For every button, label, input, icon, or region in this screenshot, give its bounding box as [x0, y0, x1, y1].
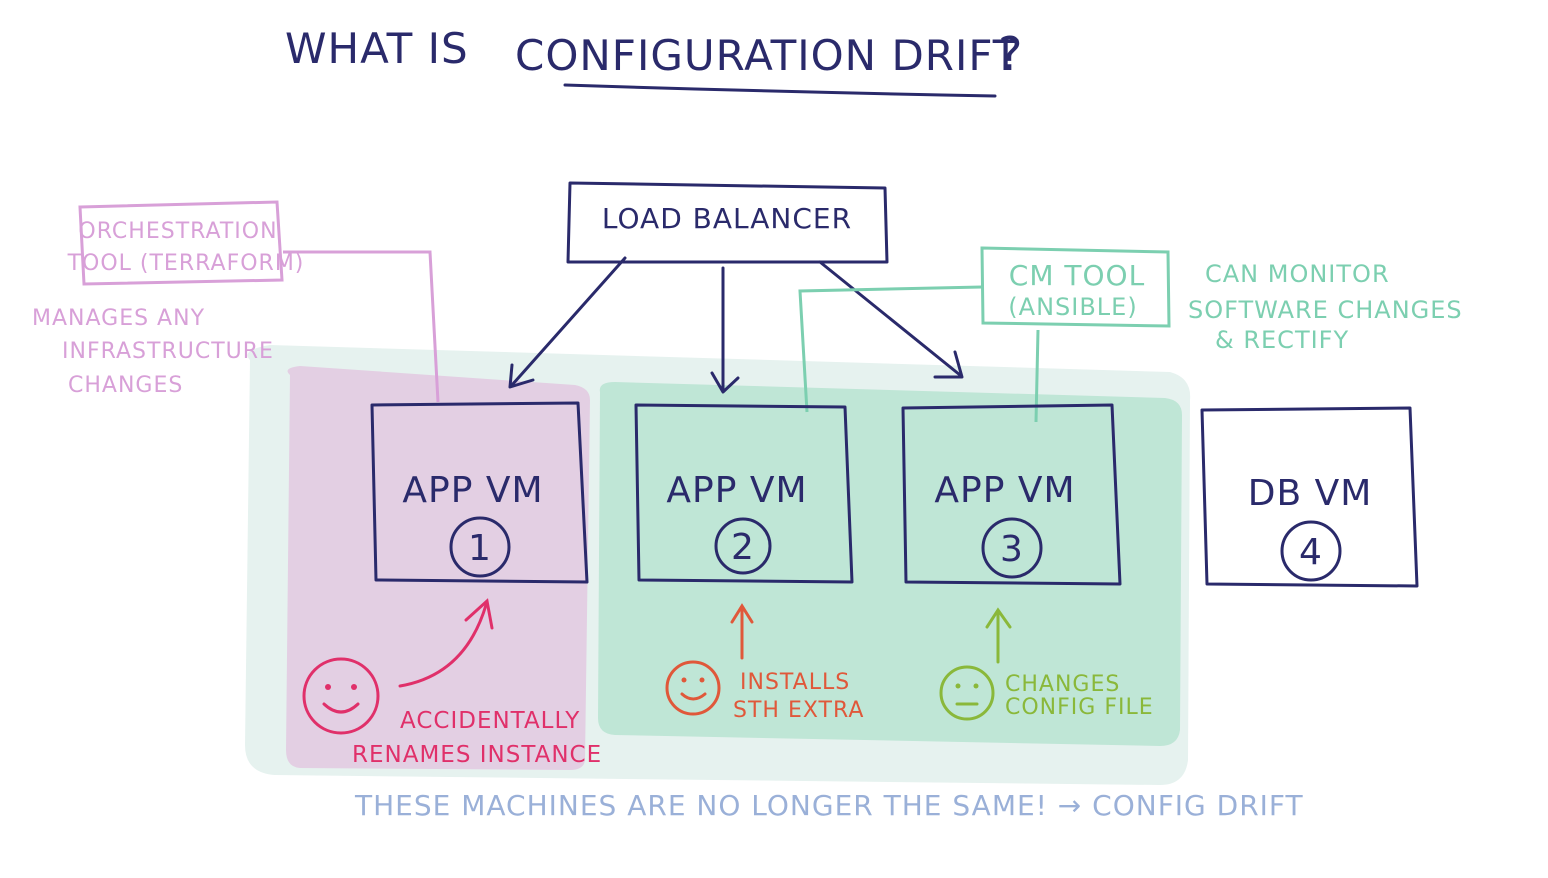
- action3-line1: CHANGES: [1005, 672, 1120, 697]
- face-icon-neutral-3: [939, 665, 995, 721]
- arrow-lb-to-vm3-head: [933, 350, 964, 379]
- orchestration-connector: [283, 250, 440, 403]
- cm-note-line2: SOFTWARE CHANGES: [1188, 296, 1463, 324]
- orchestration-tool-box: [78, 200, 284, 286]
- vm1-region: [286, 366, 590, 770]
- app-vm-1: APP VM 1: [370, 401, 589, 584]
- cm-note-line3: & RECTIFY: [1215, 326, 1349, 354]
- orchestration-note-line2: INFRASTRUCTURE: [62, 339, 274, 364]
- vm-number: 4: [1299, 532, 1323, 573]
- load-balancer-box: [566, 181, 889, 264]
- arrow-lb-to-vm1: [510, 256, 627, 387]
- action3-line2: CONFIG FILE: [1005, 695, 1154, 720]
- face-icon-happy-1: [302, 657, 380, 735]
- page-title-suffix: ?: [998, 27, 1023, 81]
- vm-label: APP VM: [934, 470, 1075, 511]
- arrow-lb-to-vm2-head: [710, 371, 740, 394]
- vm-number-circle: [714, 517, 772, 575]
- vm-number-circle: [981, 517, 1043, 579]
- orchestration-tool-line2: TOOL (TERRAFORM): [67, 251, 305, 276]
- action2-line1: INSTALLS: [740, 670, 850, 695]
- cm-connector-vm2: [798, 285, 983, 413]
- orchestration-tool-line1: ORCHESTRATION: [78, 219, 277, 244]
- db-vm-4: DB VM 4: [1200, 406, 1419, 588]
- orchestration-note-line1: MANAGES ANY: [32, 306, 205, 331]
- action2-line2: STH EXTRA: [733, 698, 864, 723]
- title-underline: [563, 83, 997, 98]
- action1-line1: ACCIDENTALLY: [400, 708, 580, 734]
- arrow-action1: [398, 603, 488, 688]
- vm-label: DB VM: [1248, 473, 1373, 514]
- vm-label: APP VM: [666, 470, 807, 511]
- cm-connector-vm3: [1034, 329, 1040, 423]
- app-vm-3: APP VM 3: [901, 403, 1122, 586]
- vm-label: APP VM: [402, 470, 543, 511]
- arrow-action3-head: [985, 607, 1012, 629]
- page-title-highlight: CONFIGURATION DRIFT: [515, 31, 1019, 80]
- cm-tool-box: [980, 246, 1171, 328]
- conclusion-text: THESE MACHINES ARE NO LONGER THE SAME! →…: [354, 789, 1304, 822]
- vm-number-circle: [1280, 520, 1342, 582]
- arrow-action2-head: [730, 603, 754, 624]
- arrow-lb-to-vm3: [818, 260, 962, 377]
- cm-tool-line2: (ANSIBLE): [1008, 293, 1137, 321]
- vm-number: 2: [731, 527, 755, 568]
- load-balancer-label: LOAD BALANCER: [602, 202, 852, 235]
- page-title-prefix: WHAT IS: [285, 24, 469, 73]
- app-vm-2: APP VM 2: [634, 403, 854, 584]
- orchestration-note-line3: CHANGES: [68, 373, 183, 398]
- arrow-action1-head: [464, 598, 494, 630]
- vm-number: 3: [1000, 529, 1024, 570]
- vm23-region: [598, 382, 1182, 746]
- vm-number: 1: [468, 528, 492, 569]
- vm-number-circle: [449, 516, 511, 578]
- arrow-lb-to-vm1-head: [508, 363, 535, 389]
- face-icon-happy-2: [665, 660, 721, 716]
- action1-line2: RENAMES INSTANCE: [352, 742, 602, 768]
- cm-tool-line1: CM TOOL: [1009, 259, 1145, 292]
- cm-note-line1: CAN MONITOR: [1205, 260, 1390, 288]
